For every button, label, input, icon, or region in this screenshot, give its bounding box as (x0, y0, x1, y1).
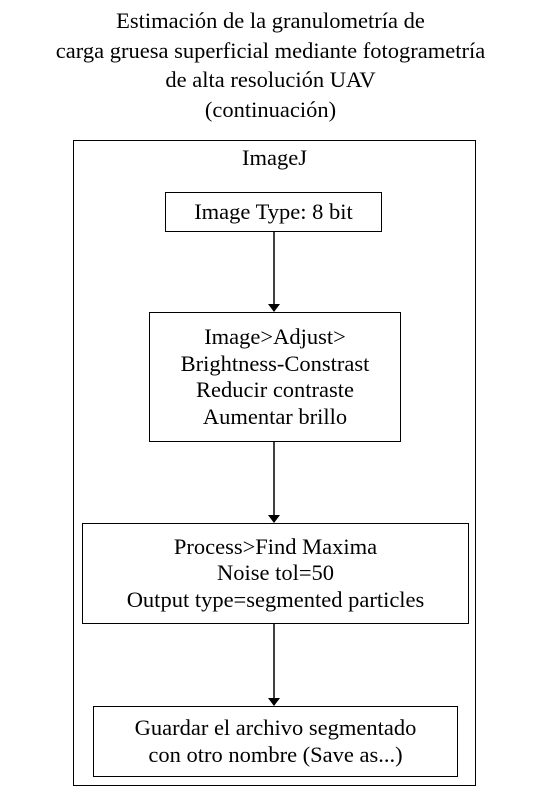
title-line: (continuación) (204, 96, 337, 122)
step-text-line: Noise tol=50 (216, 560, 335, 586)
container-label: ImageJ (242, 145, 307, 170)
step-text-line: Image Type: 8 bit (194, 198, 353, 224)
title-line: carga gruesa superficial mediante fotogr… (55, 37, 486, 63)
step-text-line: Output type=segmented particles (126, 586, 425, 612)
step-image-type: Image Type: 8 bit (165, 192, 382, 232)
title-line: Estimación de la granulometría de (116, 8, 425, 33)
step-save-as: Guardar el archivo segmentado con otro n… (93, 706, 458, 777)
step-text-line: Brightness-Constrast (180, 350, 370, 376)
diagram-title: Estimación de la granulometría de carga … (0, 6, 541, 124)
step-text-line: Image>Adjust> (204, 324, 346, 349)
step-text-line: Aumentar brillo (202, 403, 348, 429)
step-adjust-brightness: Image>Adjust> Brightness-Constrast Reduc… (149, 312, 401, 442)
step-find-maxima: Process>Find Maxima Noise tol=50 Output … (82, 523, 469, 624)
step-text-line: Reducir contraste (195, 377, 355, 402)
step-text-line: con otro nombre (Save as...) (148, 741, 403, 767)
step-text-line: Guardar el archivo segmentado (134, 715, 417, 740)
imagej-container: ImageJ (73, 140, 476, 786)
step-text-line: Process>Find Maxima (173, 533, 378, 559)
title-line: de alta resolución UAV (165, 67, 376, 92)
